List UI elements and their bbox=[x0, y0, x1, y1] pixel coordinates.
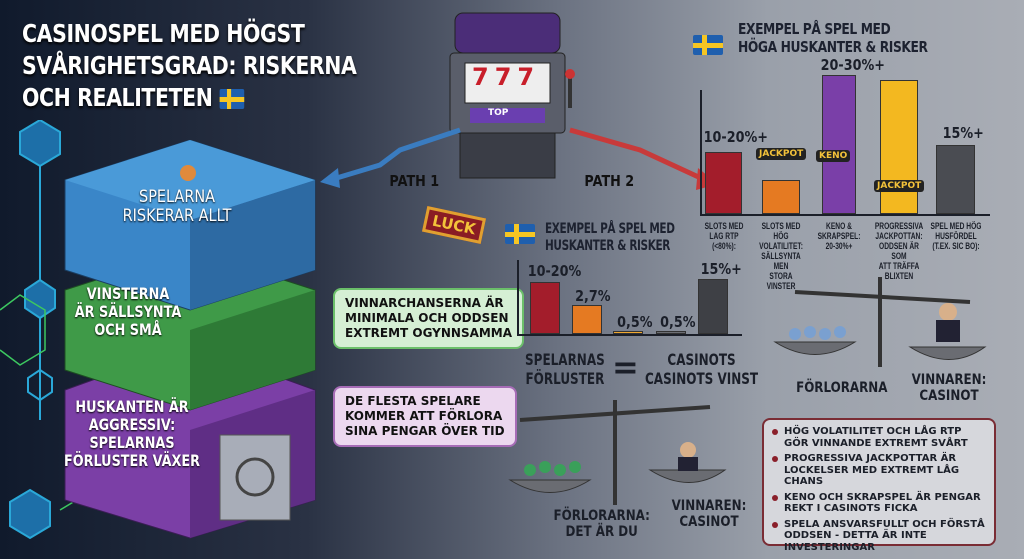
high-risk-bar bbox=[705, 152, 742, 214]
right-losers-label: FÖRLORARNA bbox=[796, 380, 888, 396]
equation-left: SPELARNAS FÖRLUSTER bbox=[525, 350, 605, 388]
path-arrows bbox=[320, 127, 718, 190]
takeaway-item: PROGRESSIVA JACKPOTTAR ÄR LOCKELSER MED … bbox=[772, 453, 986, 488]
high-risk-bar bbox=[762, 180, 800, 214]
high-risk-bar bbox=[936, 145, 975, 214]
high-risk-value: 10-20%+ bbox=[703, 128, 768, 146]
house-edge-bar bbox=[656, 331, 686, 334]
badge: KENO bbox=[816, 150, 851, 162]
swedish-flag-icon bbox=[693, 34, 723, 55]
equation-right: CASINOTS CASINOTS VINST bbox=[645, 350, 759, 388]
speech-bubble-odds: VINNARCHANSERNA ÄR MINIMALA OCH ODDSEN E… bbox=[333, 288, 525, 349]
house-edge-baseline bbox=[517, 334, 742, 336]
house-edge-bar bbox=[572, 305, 602, 334]
takeaway-item: KENO OCH SKRAPSPEL ÄR PENGAR REKT I CASI… bbox=[772, 492, 986, 515]
path-1-label: PATH 1 bbox=[389, 172, 440, 190]
swedish-flag-icon bbox=[505, 223, 535, 244]
lower-winner-label: VINNAREN: CASINOT bbox=[671, 498, 747, 530]
badge: JACKPOT bbox=[874, 180, 925, 192]
house-edge-value: 2,7% bbox=[575, 287, 611, 305]
pyramid-middle-label: VINSTERNA ÄR SÄLLSYNTA OCH SMÅ bbox=[74, 284, 182, 339]
high-risk-header bbox=[693, 34, 723, 55]
high-risk-axis bbox=[700, 90, 702, 216]
house-edge-value: 0,5% bbox=[660, 313, 696, 331]
takeaway-item: SPELA ANSVARSFULLT OCH FÖRSTÅ ODDSEN - D… bbox=[772, 519, 986, 554]
house-edge-bar bbox=[530, 282, 560, 334]
slot-reels: 777 bbox=[472, 63, 541, 91]
house-edge-title: EXEMPEL PÅ SPEL MED HUSKANTER & RISKER bbox=[545, 221, 675, 254]
house-edge-bar bbox=[613, 331, 643, 334]
house-edge-value: 15%+ bbox=[700, 260, 742, 278]
key-takeaways-box: HÖG VOLATILITET OCH LÅG RTP GÖR VINNANDE… bbox=[762, 418, 996, 553]
house-edge-bar bbox=[698, 279, 728, 334]
swedish-flag-icon bbox=[219, 89, 244, 109]
balance-scale-lower bbox=[508, 400, 727, 505]
balance-scale-right bbox=[773, 277, 987, 367]
house-edge-axis bbox=[517, 260, 519, 336]
pyramid-top-label: SPELARNA RISKERAR ALLT bbox=[122, 187, 232, 226]
high-risk-bar bbox=[880, 80, 918, 214]
high-risk-bar bbox=[822, 75, 856, 214]
lower-losers-label: FÖRLORARNA: DET ÄR DU bbox=[553, 508, 650, 540]
equation-sign: = bbox=[612, 348, 639, 386]
speech-bubble-losses: DE FLESTA SPELARE KOMMER ATT FÖRLORA SIN… bbox=[333, 386, 517, 447]
right-winner-label: VINNAREN: CASINOT bbox=[911, 372, 987, 404]
slot-machine-illustration bbox=[449, 12, 575, 179]
slot-tag: TOP bbox=[488, 108, 509, 118]
pyramid-bottom-label: HUSKANTEN ÄR AGGRESSIV: SPELARNAS FÖRLUS… bbox=[64, 397, 200, 470]
page-title: CASINOSPEL MED HÖGST SVÅRIGHETSGRAD: RIS… bbox=[22, 19, 357, 112]
takeaway-item: HÖG VOLATILITET OCH LÅG RTP GÖR VINNANDE… bbox=[772, 426, 986, 449]
pyramid-diagram bbox=[64, 140, 316, 539]
luck-sign: LUCK bbox=[421, 206, 487, 244]
high-risk-value: 15%+ bbox=[942, 124, 984, 142]
house-edge-value: 0,5% bbox=[617, 313, 653, 331]
high-risk-title: EXEMPEL PÅ SPEL MED HÖGA HUSKANTER & RIS… bbox=[738, 20, 928, 56]
circuit-decoration bbox=[0, 120, 111, 540]
path-2-label: PATH 2 bbox=[584, 172, 635, 190]
high-risk-label: KENO &SKRAPSPEL:20-30%+ bbox=[817, 221, 861, 252]
badge: JACKPOT bbox=[756, 148, 807, 160]
house-edge-value: 10-20% bbox=[527, 262, 582, 280]
high-risk-value: 20-30%+ bbox=[820, 56, 885, 74]
high-risk-baseline bbox=[700, 214, 990, 216]
